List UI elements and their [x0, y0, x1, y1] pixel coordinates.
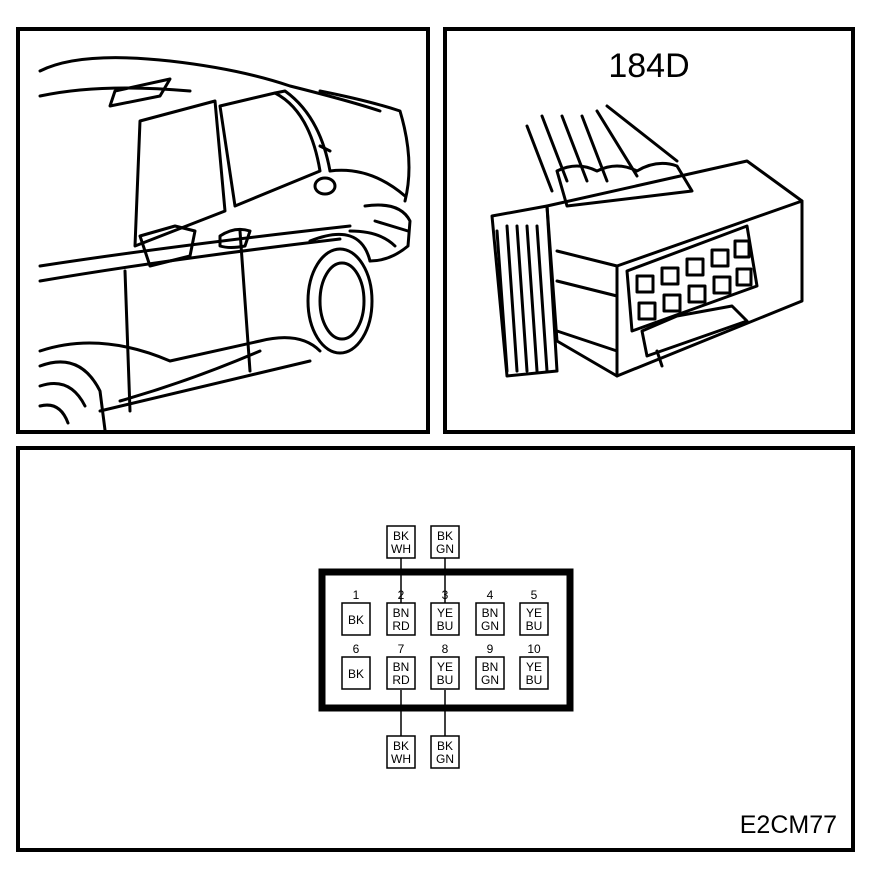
pin-cavity-color-1: BN	[482, 606, 499, 620]
pin-number: 9	[487, 642, 494, 656]
pin-cavity-color-2: BU	[437, 673, 454, 687]
car-location-panel	[16, 27, 430, 434]
car-illustration	[38, 56, 412, 430]
pin-number: 5	[531, 588, 538, 602]
connector-illustration	[490, 104, 804, 378]
wire-label-top-frame	[386, 525, 416, 559]
pin-number: 3	[442, 588, 449, 602]
wire-label-bottom-frame	[430, 735, 460, 769]
pin-cavity-frame	[430, 656, 460, 690]
connector-id: 184D	[608, 47, 690, 85]
connector-face-outline	[318, 568, 574, 712]
wire-label-bottom-color-2: GN	[436, 752, 454, 766]
pin-cavity-color-2: BU	[526, 619, 543, 633]
pin-cavity-color-1: YE	[526, 660, 542, 674]
pin-cavity-color-2: GN	[481, 619, 499, 633]
pin-cavity-color-1: BN	[393, 660, 410, 674]
pin-cavity-frame	[475, 656, 505, 690]
wire-label-bottom-color-1: BK	[437, 739, 453, 753]
pin-cavity-color-2: GN	[481, 673, 499, 687]
pin-cavity-frame	[341, 602, 371, 636]
pin-number: 2	[398, 588, 405, 602]
pin-cavity-frame	[519, 602, 549, 636]
wire-label-bottom-color-2: WH	[391, 752, 411, 766]
pin-cavity-frame	[519, 656, 549, 690]
wire-label-top-color-2: WH	[391, 542, 411, 556]
pin-cavity-color-1: YE	[526, 606, 542, 620]
reference-code: E2CM77	[739, 811, 837, 839]
pin-cavity: BK	[341, 656, 371, 690]
pin-cavity-color-2: RD	[392, 619, 410, 633]
pin-cavity-color-2: BU	[437, 619, 454, 633]
pin-cavity-color-1: BN	[482, 660, 499, 674]
pin-cavity-frame	[430, 602, 460, 636]
pin-cavity-color-1: BK	[348, 667, 364, 681]
pin-number: 10	[527, 642, 541, 656]
pinout-diagram: 1BK2BNRD3YEBU4BNGN5YEBU6BK7BNRD8YEBU9BNG…	[318, 525, 574, 769]
pin-number: 4	[487, 588, 494, 602]
pin-cavity-color-1: YE	[437, 606, 453, 620]
pin-number: 8	[442, 642, 449, 656]
pin-cavity-color-1: BK	[348, 613, 364, 627]
wire-label-top-color-1: BK	[437, 529, 453, 543]
pin-cavity-frame	[386, 656, 416, 690]
pin-cavity: BK	[341, 602, 371, 636]
pin-cavity-frame	[341, 656, 371, 690]
wire-label-top-color-2: GN	[436, 542, 454, 556]
pin-cavity-frame	[386, 602, 416, 636]
pin-number: 7	[398, 642, 405, 656]
wire-label-bottom-frame	[386, 735, 416, 769]
pin-cavity-frame	[475, 602, 505, 636]
pin-number: 6	[353, 642, 360, 656]
pin-number: 1	[353, 588, 360, 602]
connector-panel: 184D	[443, 27, 855, 434]
pin-cavity-color-1: YE	[437, 660, 453, 674]
wire-label-bottom-color-1: BK	[393, 739, 409, 753]
pin-cavity-color-2: RD	[392, 673, 410, 687]
wire-label-top-frame	[430, 525, 460, 559]
pin-cavity-color-1: BN	[393, 606, 410, 620]
pin-cavity-color-2: BU	[526, 673, 543, 687]
wire-label-top-color-1: BK	[393, 529, 409, 543]
